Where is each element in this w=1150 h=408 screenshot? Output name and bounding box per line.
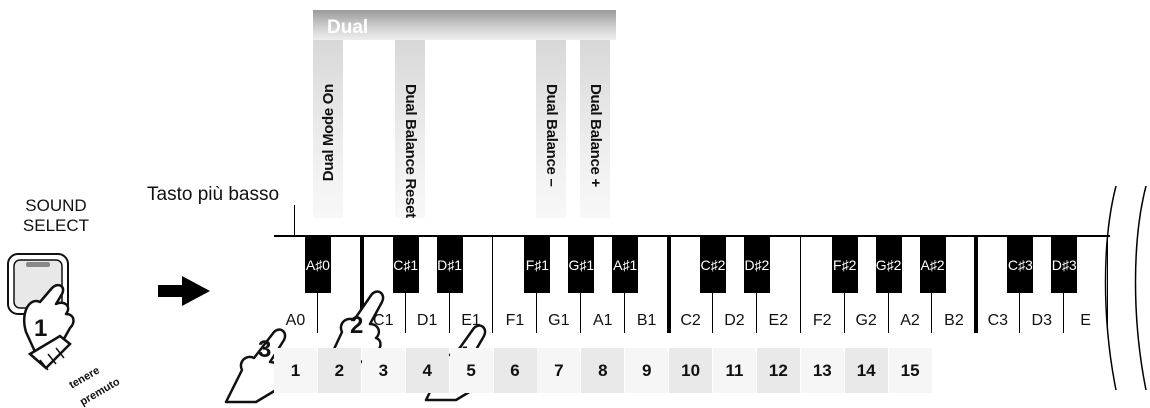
sound-select-button-icon: [7, 253, 75, 371]
key-number-cell: 11: [713, 348, 756, 393]
white-key-label: D1: [416, 312, 438, 329]
white-key-label: C3: [987, 312, 1009, 329]
black-key: G♯2: [875, 237, 902, 293]
keyboard-octave-divider: [359, 237, 364, 333]
sound-select-label: SOUND SELECT: [22, 196, 90, 235]
white-key-label: B2: [944, 312, 964, 329]
key-number-cell: 13: [800, 348, 844, 393]
white-key-label: D3: [1031, 312, 1052, 329]
white-key-label: E: [1080, 312, 1091, 329]
white-key-label: A0: [285, 312, 306, 329]
step-1-number: 1: [34, 315, 48, 342]
dual-balance-minus-label: Dual Balance –: [543, 84, 560, 187]
keyboard-octave-divider: [974, 237, 979, 333]
key-number-cell: 2: [317, 348, 361, 393]
piano-keyboard: A0 C1 D1 E1 F1 G1 A1 B1 C2 D2 E2 F2 G2 A2 B2 C3 D3 E A♯0 C♯…: [274, 235, 1110, 335]
keyboard-octave-divider: [667, 237, 672, 333]
key-number-cell: 9: [625, 348, 669, 393]
black-key: A♯2: [919, 237, 946, 293]
white-key-label: A1: [592, 312, 613, 329]
black-key: F♯2: [831, 237, 858, 293]
step-3-number: 3: [258, 336, 272, 363]
key-number-cell: 3: [361, 348, 405, 393]
white-key-label: C1: [373, 312, 394, 329]
key-number-cell: 10: [669, 348, 713, 393]
white-key-label: G2: [855, 312, 877, 329]
key-number-cell: 5: [449, 348, 493, 393]
black-key: A♯0: [304, 237, 331, 293]
dual-balance-reset-column: [395, 40, 425, 218]
black-key: G♯1: [568, 237, 595, 293]
black-key: D♯2: [743, 237, 770, 293]
lowest-key-label: Tasto più basso: [147, 184, 280, 205]
black-key: C♯1: [392, 237, 419, 293]
key-number-cell: 6: [493, 348, 537, 393]
white-key-label: G1: [548, 312, 570, 329]
dual-section-header: [313, 10, 616, 40]
key-number-cell: 8: [581, 348, 625, 393]
white-key-label: E2: [768, 312, 789, 329]
key-number-cell: 1: [274, 348, 317, 393]
key-number-cell: 12: [756, 348, 800, 393]
key-number-cell: 4: [405, 348, 449, 393]
dual-balance-minus-column: [536, 40, 566, 218]
dual-mode-on-label: Dual Mode On: [320, 84, 337, 182]
key-number-cell: 15: [888, 348, 932, 393]
black-key: F♯1: [524, 237, 551, 293]
black-key: D♯3: [1051, 237, 1078, 293]
dual-balance-plus-label: Dual Balance +: [587, 84, 604, 187]
dual-balance-plus-column: [580, 40, 610, 218]
white-key-label: F2: [812, 312, 832, 329]
white-key-label: C2: [680, 312, 701, 329]
black-key: C♯3: [1007, 237, 1034, 293]
black-key: C♯2: [700, 237, 726, 293]
key-number-cell: 14: [844, 348, 888, 393]
arrow-right-icon: [158, 276, 210, 306]
step-2-number: 2: [350, 312, 364, 339]
dual-balance-reset-label: Dual Balance Reset: [402, 84, 419, 218]
hand-step-2-icon: [326, 290, 385, 366]
black-key: A♯1: [612, 237, 639, 293]
white-key-label: B1: [636, 312, 657, 329]
white-key-label: D2: [724, 312, 745, 329]
dual-section-title: Dual: [327, 17, 369, 38]
black-key: D♯1: [436, 237, 463, 293]
white-key-label: F1: [505, 312, 525, 329]
white-key-label: A2: [900, 312, 920, 329]
white-key-label: E1: [461, 312, 481, 329]
key-number-cell: 7: [537, 348, 581, 393]
keyboard-break-lines: [1104, 185, 1147, 391]
dual-mode-on-column: [313, 40, 343, 218]
